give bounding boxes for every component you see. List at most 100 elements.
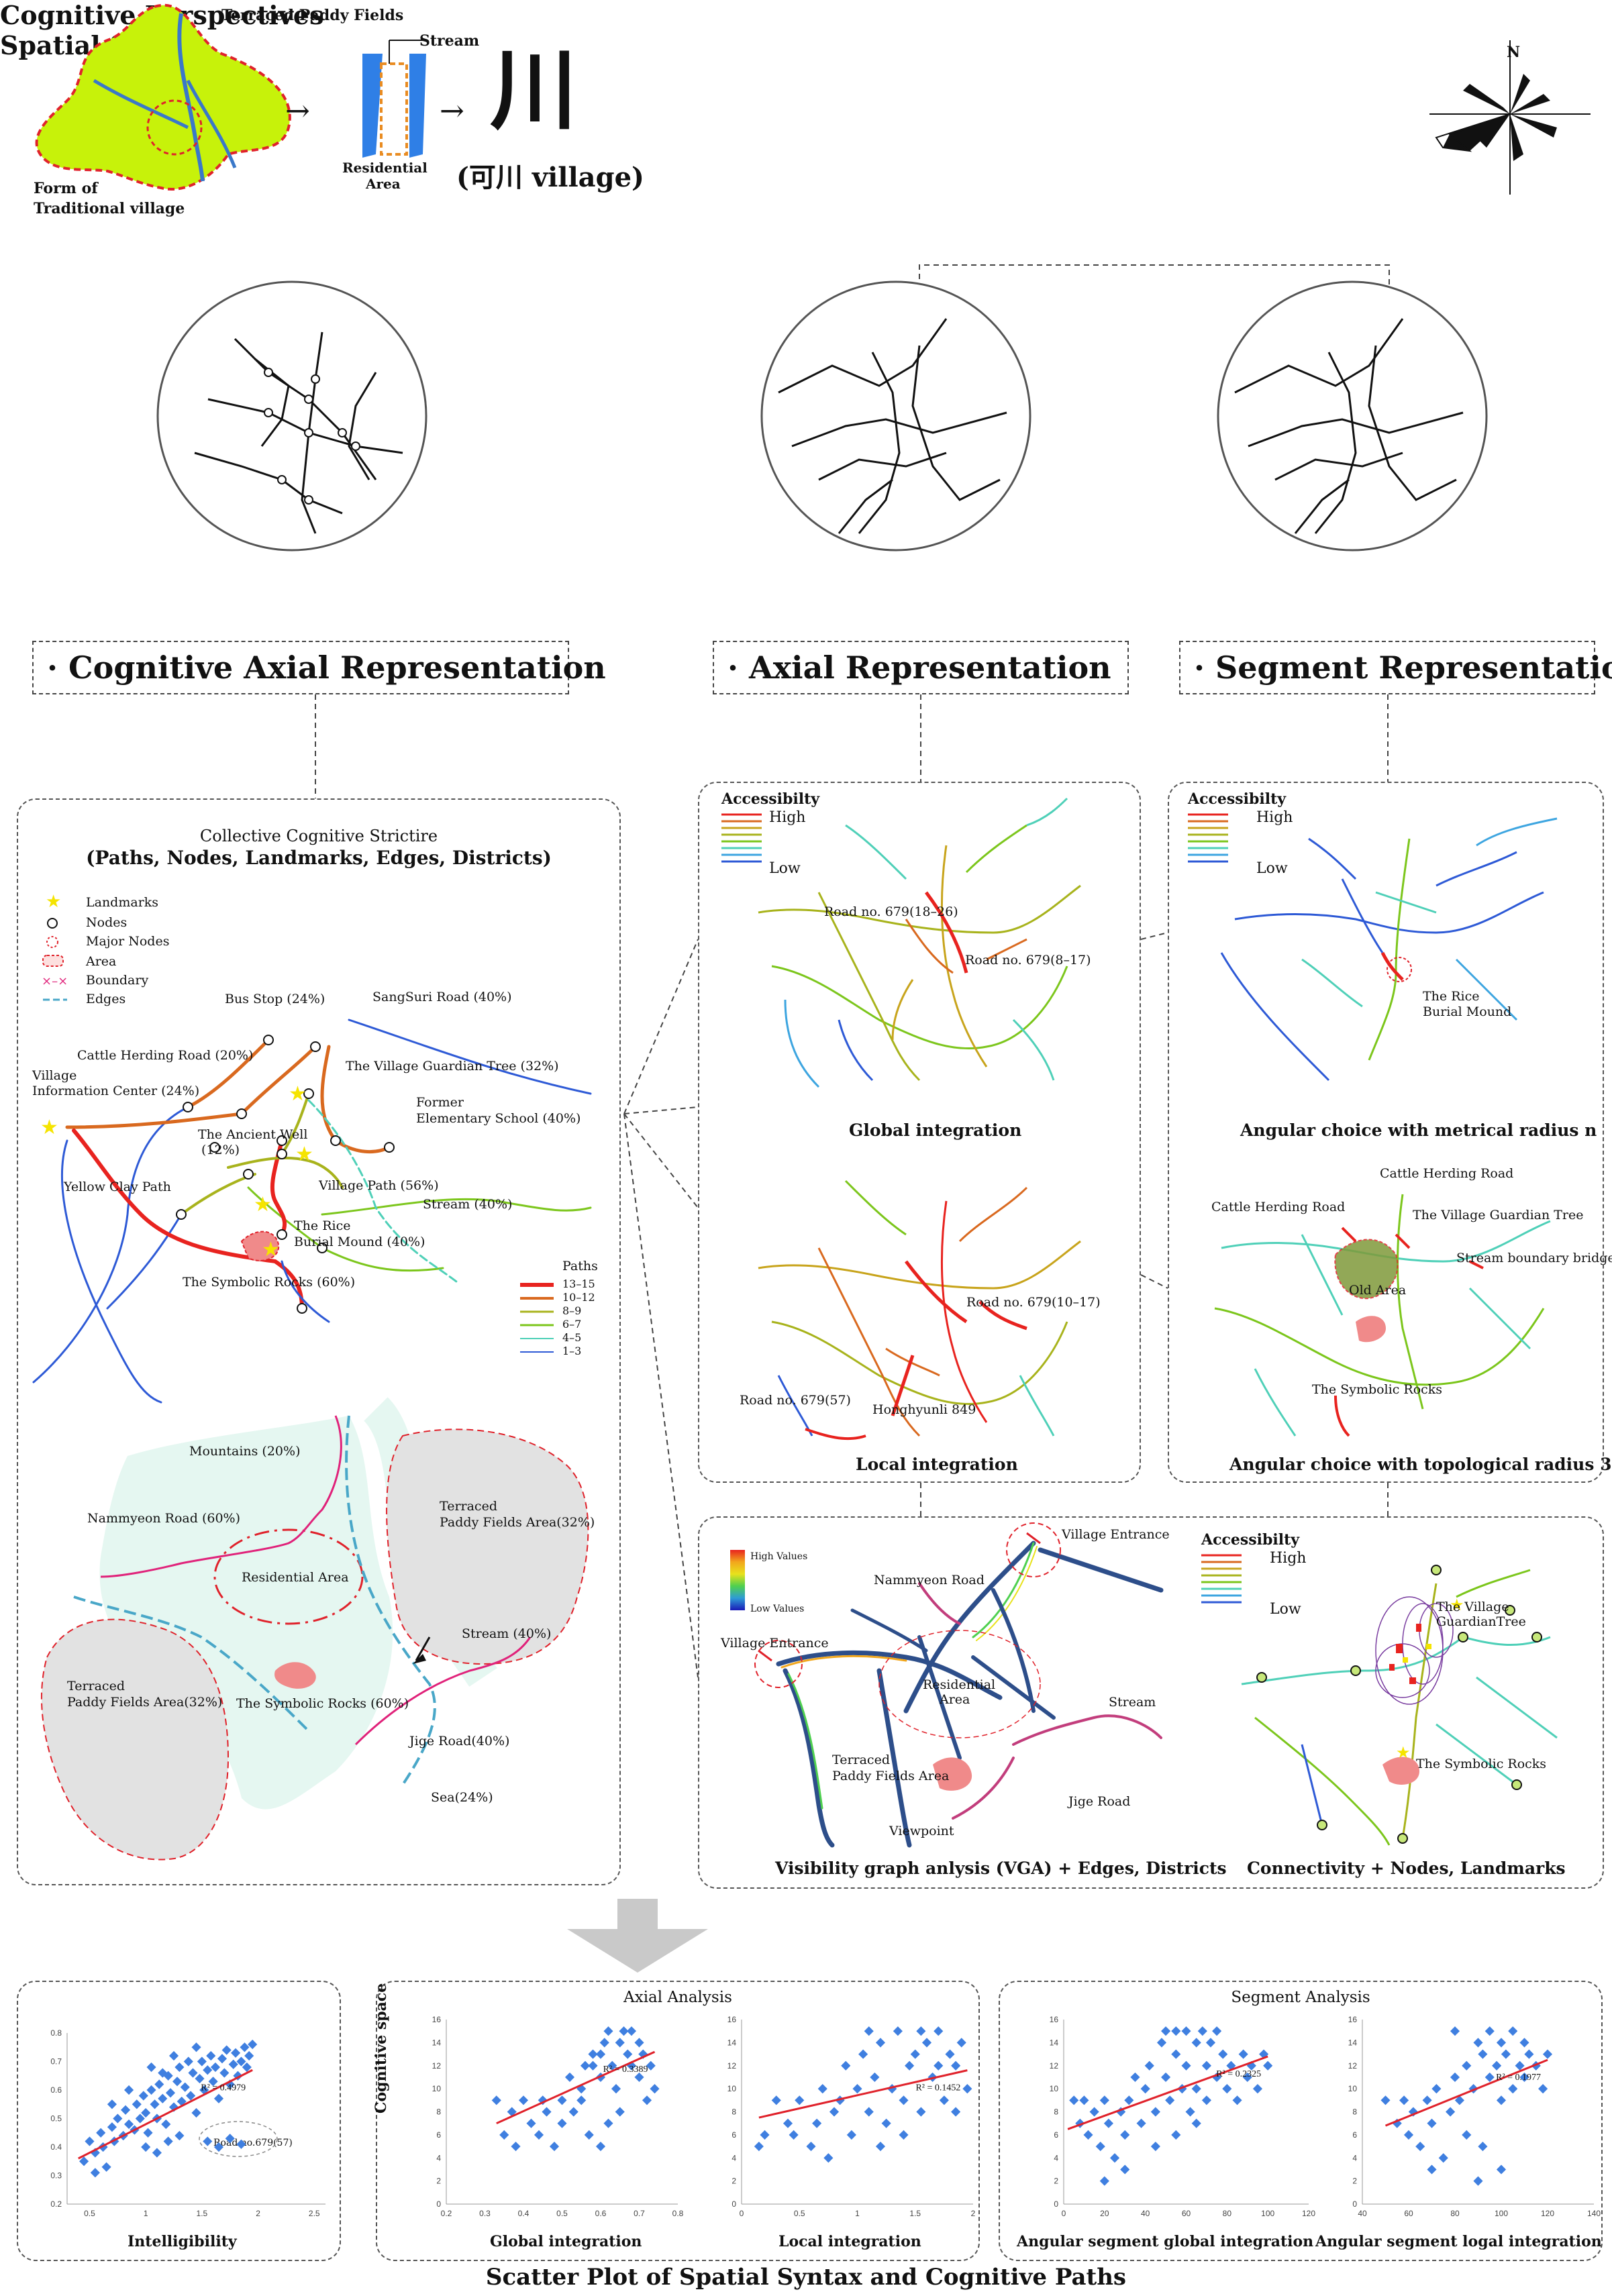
y-tick-label: 8: [1054, 2107, 1058, 2117]
x-tick-label: 0.3: [479, 2209, 491, 2218]
y-tick-label: 0: [732, 2199, 736, 2209]
legend-major-nodes: Major Nodes: [86, 934, 170, 949]
scatter-point: [823, 2153, 834, 2163]
scatter-point: [154, 2079, 164, 2089]
y-tick-label: 0: [1054, 2199, 1058, 2209]
segment-analysis-title: Segment Analysis: [1231, 1989, 1370, 2006]
scatter-point: [1524, 2049, 1534, 2059]
svg-text:★: ★: [295, 1143, 313, 1166]
scatter-point: [248, 2039, 258, 2050]
x-tick-label: 80: [1450, 2209, 1460, 2218]
axial-ramp-legend: [721, 813, 762, 863]
scatter-point: [228, 2059, 238, 2069]
north-compass-icon: [1429, 40, 1591, 195]
arrow-icon: →: [285, 94, 310, 128]
scatter-point: [491, 2095, 501, 2105]
label-former-school-1: Former: [416, 1095, 464, 1110]
scatter-point: [1171, 2049, 1181, 2059]
scatter-point: [1191, 2084, 1201, 2094]
segment-heading: · Segment Representation: [1179, 641, 1612, 694]
scatter-point: [956, 2038, 966, 2048]
scatter-point: [1161, 2072, 1171, 2083]
scatter-point: [132, 2099, 142, 2109]
scatter-point: [138, 2091, 148, 2101]
global-integration-xlabel: Global integration: [490, 2233, 642, 2250]
scatter-point: [858, 2049, 868, 2059]
x-tick-label: 0.6: [595, 2209, 607, 2218]
scatter-point: [1212, 2026, 1222, 2036]
intelligibility-panel: [17, 1981, 341, 2261]
scatter-point: [1492, 2060, 1502, 2071]
x-tick-label: 0.4: [518, 2209, 530, 2218]
paths-legend-4-5: 4–5: [562, 1331, 582, 1344]
scatter-point: [1197, 2026, 1207, 2036]
connectivity-high-label: High: [1270, 1550, 1307, 1567]
form-label-1: Form of: [34, 180, 98, 197]
y-tick-label: 10: [727, 2084, 737, 2093]
form-label-2: Traditional village: [34, 200, 185, 217]
x-tick-label: 0: [1062, 2209, 1066, 2218]
scatter-point: [812, 2118, 822, 2128]
connectivity-accessibility-label: Accessibilty: [1201, 1531, 1300, 1549]
scatter-point: [564, 2072, 575, 2083]
scatter-point: [1089, 2107, 1099, 2117]
scatter-point: [899, 2095, 909, 2105]
paddy-field-shape: [35, 3, 291, 191]
y-tick-label: 6: [1054, 2130, 1058, 2140]
vga-residential-1: Residential: [923, 1677, 996, 1692]
scatter-point: [595, 2141, 606, 2152]
r-squared-label: R² = 0.1977: [1496, 2073, 1541, 2083]
segment-cattle-herding-1: Cattle Herding Road: [1380, 1166, 1514, 1181]
segment-analysis-panel: [999, 1981, 1603, 2261]
scatter-point: [615, 2038, 625, 2048]
vga-low-values: Low Values: [750, 1604, 805, 1614]
x-tick-label: 0.5: [794, 2209, 805, 2218]
scatter-point: [1201, 2095, 1211, 2105]
scatter-point: [534, 2130, 544, 2140]
scatter-point: [584, 2130, 594, 2140]
paths-legend-1-3: 1–3: [562, 1345, 582, 1357]
global-integration-map: [758, 797, 1081, 1088]
x-tick-label: 40: [1141, 2209, 1150, 2218]
vga-village-entrance-left: Village Entrance: [721, 1636, 829, 1651]
angular-choice-3-map: [1214, 1194, 1551, 1437]
segment-rice-mound-1: The Rice: [1423, 989, 1480, 1004]
r-squared-label: R² = 0.3389: [603, 2065, 648, 2075]
segment-rice-mound-2: Burial Mound: [1423, 1004, 1512, 1019]
label-ancient-well-1: The Ancient Well: [198, 1127, 308, 1142]
scatter-point: [910, 2049, 920, 2059]
segment-old-area: Old Area: [1349, 1283, 1407, 1298]
connectivity-ramp-legend: [1201, 1554, 1242, 1604]
scatter-point: [1496, 2095, 1507, 2105]
y-tick-label: 0.7: [50, 2057, 62, 2067]
scatter-point: [123, 2085, 134, 2095]
scatter-point: [1150, 2107, 1160, 2117]
segment-panel: [1168, 782, 1604, 1483]
x-tick-label: 0.5: [556, 2209, 568, 2218]
vga-terraced-2: Paddy Fields Area: [832, 1769, 950, 1783]
district-terraced-left-1: Terraced: [67, 1679, 125, 1693]
scatter-point: [90, 2168, 100, 2178]
svg-text:★: ★: [1396, 1743, 1411, 1762]
cognitive-panel-title-1: Collective Cognitive Strictire: [199, 827, 438, 845]
scatter-point: [168, 2050, 179, 2061]
scatter-point: [626, 2026, 637, 2036]
svg-text:×–×: ×–×: [42, 974, 68, 988]
x-tick-label: 60: [1182, 2209, 1191, 2218]
y-tick-label: 2: [732, 2177, 736, 2186]
r-squared-label: R² = 0.1452: [915, 2083, 960, 2093]
segment-circle: [1217, 280, 1488, 552]
scatter-point: [611, 2084, 621, 2094]
scatter-point: [101, 2162, 111, 2172]
scatter-point: [599, 2038, 609, 2048]
paths-legend-10-12: 10–12: [562, 1291, 595, 1304]
scatter-point: [191, 2042, 201, 2052]
scatter-point: [1538, 2084, 1548, 2094]
scatter-point: [203, 2136, 213, 2146]
segment-cattle-herding-2: Cattle Herding Road: [1211, 1200, 1346, 1214]
scatter-point: [829, 2107, 840, 2117]
connectivity-guardian-1: The Village: [1436, 1600, 1509, 1614]
scatter-point: [203, 2065, 213, 2075]
angular-choice-n-map: [1220, 817, 1558, 1082]
